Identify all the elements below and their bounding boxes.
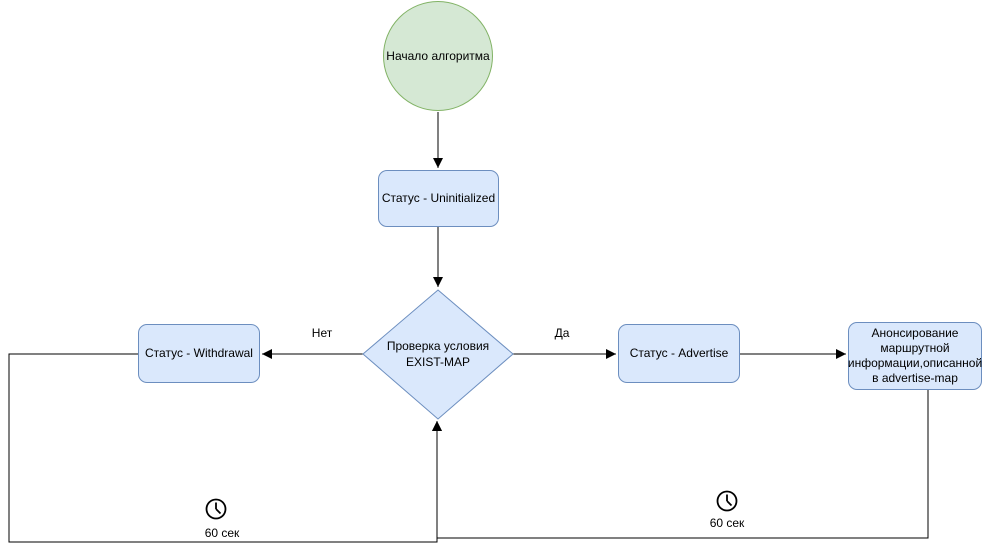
edge-advertise-map-loop-to-decision — [432, 390, 929, 539]
clock-icon — [205, 498, 227, 520]
node-start-label: Начало алгоритма — [386, 48, 490, 63]
timer-label-left: 60 сек — [204, 526, 240, 540]
node-start: Начало алгоритма — [383, 1, 493, 111]
node-advertise: Статус - Advertise — [618, 324, 740, 383]
edge-label-yes: Да — [545, 326, 579, 340]
clock-icon — [716, 490, 738, 512]
node-advertise-map-label: Анонсирование маршрутной информации,опис… — [847, 326, 983, 385]
node-advertise-map: Анонсирование маршрутной информации,опис… — [848, 322, 982, 390]
edge-label-no: Нет — [300, 326, 344, 340]
decision-diamond — [362, 289, 514, 420]
timer-label-right: 60 сек — [709, 516, 745, 530]
node-uninitialized: Статус - Uninitialized — [378, 170, 499, 227]
node-advertise-label: Статус - Advertise — [629, 346, 729, 360]
node-withdrawal-label: Статус - Withdrawal — [145, 346, 253, 360]
node-withdrawal: Статус - Withdrawal — [138, 324, 260, 383]
node-decision-label: Проверка условия EXIST-MAP — [386, 339, 490, 369]
node-uninitialized-label: Статус - Uninitialized — [381, 191, 496, 205]
